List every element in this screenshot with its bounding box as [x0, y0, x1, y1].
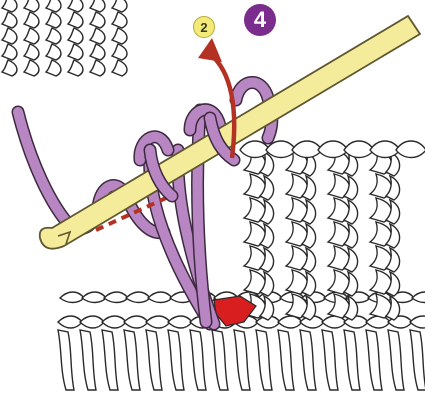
- swatch-stitch-segment: [68, 12, 83, 28]
- swatch-inset: [2, 0, 127, 76]
- swatch-stitch-segment: [68, 0, 83, 12]
- swatch-stitch-segment: [24, 60, 39, 76]
- swatch-stitch-segment: [112, 44, 127, 60]
- base-stitch-chain: [124, 316, 148, 328]
- top-chain-stitch: [344, 141, 374, 158]
- swatch-stitch-segment: [46, 44, 61, 60]
- base-stitch-leg: [300, 330, 316, 390]
- swatch-stitch-segment: [46, 0, 61, 12]
- swatch-stitch-segment: [90, 0, 105, 12]
- swatch-stitch-segment: [90, 44, 105, 60]
- base-stitch-chain: [58, 316, 82, 328]
- base-stitch-leg: [212, 330, 228, 390]
- top-chain-stitch: [396, 141, 425, 158]
- base-stitch-leg: [322, 330, 338, 390]
- swatch-stitch-segment: [68, 28, 83, 44]
- step-badge: 4: [244, 4, 276, 36]
- swatch-stitch-segment: [24, 0, 39, 12]
- swatch-stitch-segment: [24, 28, 39, 44]
- base-stitch-chain: [146, 316, 170, 328]
- base-stitch-leg: [388, 330, 404, 390]
- swatch-stitch-segment: [112, 12, 127, 28]
- swatch-stitch-segment: [46, 12, 61, 28]
- base-stitch-leg: [366, 330, 382, 390]
- base-stitch-leg: [410, 330, 425, 390]
- swatch-stitch-segment: [2, 60, 17, 76]
- base-stitch-chain: [168, 316, 192, 328]
- base-stitch-chain: [410, 316, 425, 328]
- swatch-stitch-segment: [90, 28, 105, 44]
- base-stitch-leg: [278, 330, 294, 390]
- base-stitch-leg: [256, 330, 272, 390]
- base-stitch-chain: [80, 316, 104, 328]
- swatch-stitch-segment: [90, 12, 105, 28]
- base-stitch-chain: [366, 316, 390, 328]
- swatch-stitch-segment: [112, 60, 127, 76]
- swatch-stitch-segment: [2, 28, 17, 44]
- base-stitch-top: [412, 292, 425, 303]
- base-stitch-leg: [58, 330, 74, 390]
- swatch-stitch-segment: [24, 44, 39, 60]
- base-stitch-top: [148, 292, 172, 303]
- base-stitch-leg: [190, 330, 206, 390]
- base-stitch-leg: [234, 330, 250, 390]
- swatch-stitch-segment: [46, 60, 61, 76]
- base-stitch-leg: [146, 330, 162, 390]
- base-stitch-leg: [168, 330, 184, 390]
- base-stitch-chain: [102, 316, 126, 328]
- swatch-stitch-segment: [24, 12, 39, 28]
- base-stitch-top: [60, 292, 84, 303]
- swatch-stitch-segment: [112, 0, 127, 12]
- swatch-stitch-segment: [68, 60, 83, 76]
- top-chain-stitch: [318, 141, 348, 158]
- base-stitch-leg: [124, 330, 140, 390]
- swatch-stitch-segment: [90, 60, 105, 76]
- top-chain-stitch: [370, 141, 400, 158]
- top-chain-stitch: [292, 141, 322, 158]
- swatch-stitch-segment: [46, 28, 61, 44]
- substep-badge: 2: [193, 16, 215, 38]
- swatch-stitch-segment: [112, 28, 127, 44]
- base-stitch-top: [104, 292, 128, 303]
- base-stitch-leg: [80, 330, 96, 390]
- swatch-stitch-segment: [2, 0, 17, 12]
- base-stitch-top: [126, 292, 150, 303]
- base-stitch-top: [82, 292, 106, 303]
- swatch-stitch-segment: [2, 12, 17, 28]
- base-stitch-leg: [344, 330, 360, 390]
- swatch-stitch-segment: [68, 44, 83, 60]
- swatch-stitch-segment: [2, 44, 17, 60]
- base-stitch-leg: [102, 330, 118, 390]
